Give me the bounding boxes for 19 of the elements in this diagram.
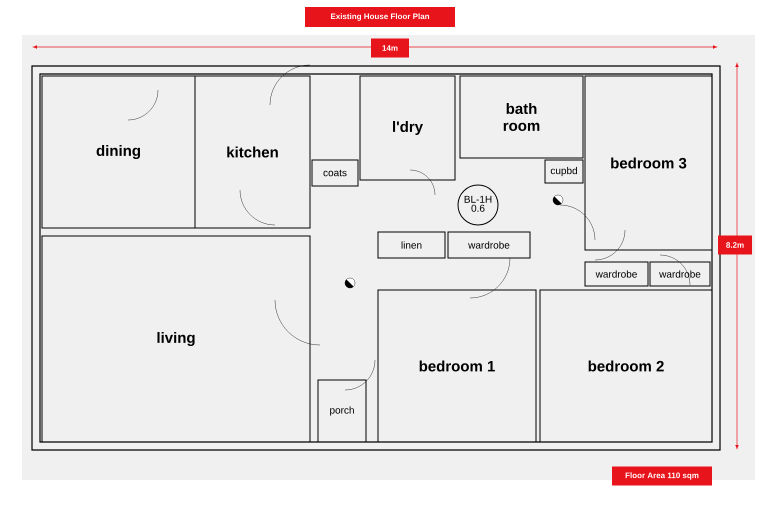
title-box: Existing House Floor Plan <box>305 7 455 27</box>
cupboard-box: cupbd <box>544 160 584 184</box>
room: kitchen <box>194 76 310 228</box>
room: l'dry <box>360 76 456 180</box>
room: bedroom 2 <box>540 290 712 442</box>
cupboard-box: coats <box>312 160 358 186</box>
room: living <box>42 236 310 442</box>
cupboard-box: wardrobe <box>448 232 530 258</box>
room: dining <box>42 76 196 228</box>
dimension-label: 8.2m <box>718 236 752 254</box>
room: porch <box>318 380 366 442</box>
cupboard-box: linen <box>378 232 446 258</box>
dimension-label: Floor Area 110 sqm <box>612 466 712 486</box>
room: bath room <box>460 76 584 158</box>
room: bedroom 3 <box>584 76 712 250</box>
room: bedroom 1 <box>378 290 536 442</box>
cupboard-box: wardrobe <box>584 262 648 286</box>
cupboard-box: wardrobe <box>650 262 710 286</box>
dimension-label: 14m <box>371 38 409 58</box>
